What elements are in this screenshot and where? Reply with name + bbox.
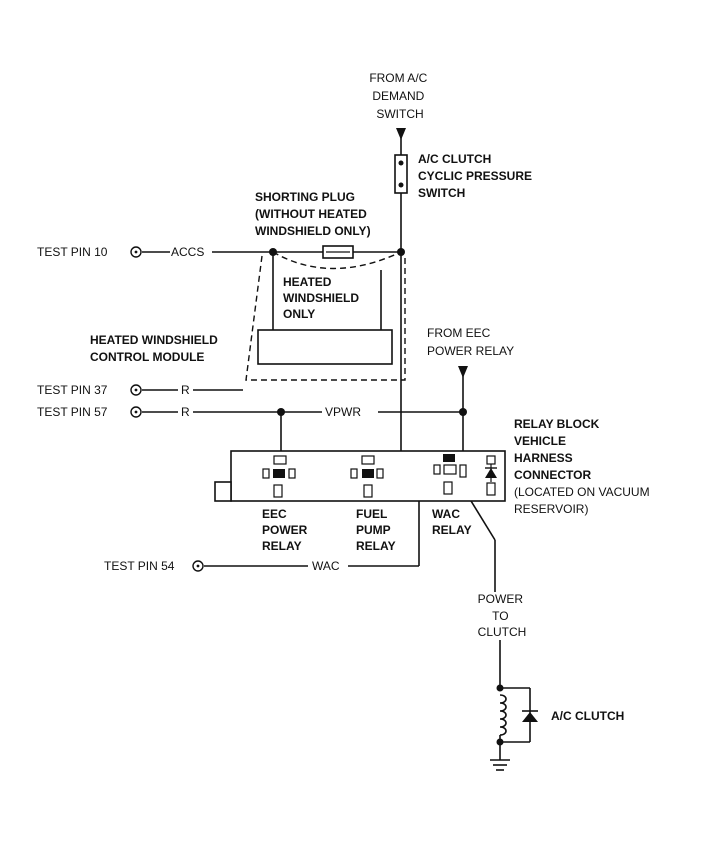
- test-pin-37-label: TEST PIN 37: [37, 383, 108, 397]
- clutch-diode-icon: [522, 710, 538, 722]
- hw-module-label: HEATED WINDSHIELD CONTROL MODULE: [90, 333, 221, 364]
- ac-clutch-label: A/C CLUTCH: [551, 709, 624, 723]
- fuel-relay-label: FUEL PUMP RELAY: [356, 507, 396, 553]
- ac-clutch-coil: [496, 684, 507, 746]
- power-to-clutch-label: POWER TO CLUTCH: [478, 592, 527, 639]
- from-ac-label: FROM A/C DEMAND SWITCH: [369, 71, 430, 121]
- shorting-plug: [322, 245, 354, 259]
- relay-block-note: (LOCATED ON VACUUM RESERVOIR): [514, 485, 653, 516]
- heated-windshield-only-label: HEATED WINDSHIELD ONLY: [283, 275, 362, 321]
- test-pin-57-label: TEST PIN 57: [37, 405, 108, 419]
- shorting-plug-label: SHORTING PLUG (WITHOUT HEATED WINDSHIELD…: [255, 190, 371, 238]
- from-eec-label: FROM EEC POWER RELAY: [427, 326, 514, 358]
- test-pin-54-label: TEST PIN 54: [104, 559, 175, 573]
- wac-relay-label: WAC RELAY: [432, 507, 472, 537]
- cyclic-switch-label: A/C CLUTCH CYCLIC PRESSURE SWITCH: [418, 152, 535, 200]
- eec-relay-label: EEC POWER RELAY: [262, 507, 311, 553]
- relay-block-connector: [214, 450, 506, 502]
- r-label-57: R: [181, 405, 190, 419]
- relay-block-label: RELAY BLOCK VEHICLE HARNESS CONNECTOR: [514, 417, 603, 482]
- wac-label: WAC: [312, 559, 340, 573]
- accs-label: ACCS: [171, 245, 204, 259]
- eec-arrow: [458, 366, 468, 378]
- ground-icon: [490, 759, 510, 771]
- test-pin-10-label: TEST PIN 10: [37, 245, 108, 259]
- junction-dots: [269, 248, 467, 416]
- test-pin-symbols: [130, 246, 204, 572]
- r-label-37: R: [181, 383, 190, 397]
- wires: [142, 128, 531, 760]
- vpwr-label: VPWR: [325, 405, 361, 419]
- heated-windshield-module: [245, 251, 406, 381]
- cyclic-pressure-switch: [394, 128, 408, 194]
